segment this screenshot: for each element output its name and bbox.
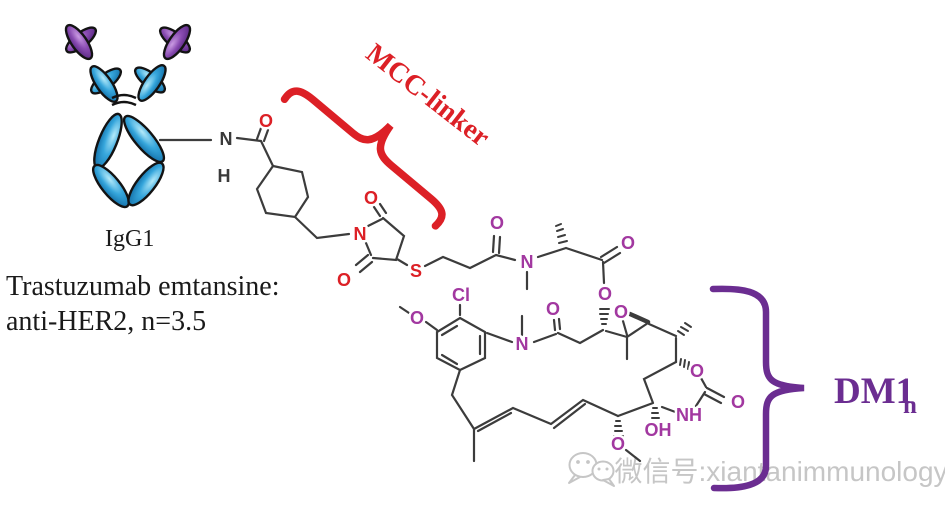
watermark-text-highlight: 微信号:xiantanimmunology	[616, 458, 945, 489]
atom-labels: N H O O N O S O N O O Cl O N O O O O NH …	[215, 109, 748, 457]
hash-ester-o	[599, 308, 610, 325]
atom-hydroxyl-oh: OH	[645, 420, 672, 440]
bond-amide-linker	[158, 126, 275, 168]
bond-epoxide-region	[604, 319, 678, 364]
caption-line2: anti-HER2, n=3.5	[6, 306, 206, 337]
antibody-cartoon	[64, 23, 192, 209]
antibody-domain-ellipse	[122, 114, 166, 164]
atom-aryl-cl: Cl	[452, 285, 470, 305]
atom-amide-n: N	[220, 129, 233, 149]
caption-line1: Trastuzumab emtansine:	[6, 271, 279, 302]
hashed-bonds	[555, 223, 692, 437]
atom-carbamate-ring-o: O	[690, 361, 704, 381]
atom-bottom-methoxy-o: O	[611, 434, 625, 454]
watermark: 微信号:xiantanimmunology 微信号:xiantanimmunol…	[568, 452, 945, 489]
dm1-label: DM1	[834, 371, 914, 412]
bond-bottom-right	[616, 360, 680, 463]
antibody-domain-ellipse	[92, 163, 130, 209]
atom-amide-h: H	[218, 166, 231, 186]
antibody-domain-ellipse	[162, 23, 192, 61]
atom-ester-o: O	[598, 284, 612, 304]
atom-succinimide-o-top: O	[364, 188, 378, 208]
igg1-label: IgG1	[105, 226, 154, 252]
bond-succinimide	[354, 202, 409, 274]
antibody-domain-ellipse	[64, 23, 94, 61]
hash-hydroxyl	[651, 407, 660, 419]
atom-macrocycle-n: N	[516, 334, 529, 354]
hash-carbamate-o	[679, 358, 690, 370]
atom-aryl-methoxy-o: O	[410, 308, 424, 328]
bond-ester	[599, 245, 622, 285]
atom-carbamate-carbonyl-o: O	[731, 392, 745, 412]
antibody-domain-ellipse	[93, 112, 123, 170]
wechat-icon	[568, 452, 615, 487]
antibody-hinge	[111, 93, 137, 107]
dm1-brace	[709, 285, 805, 492]
antibody-domain-ellipse	[89, 65, 119, 103]
dm1-label-subscript: n	[903, 392, 917, 419]
bond-aromatic-ring	[435, 316, 487, 372]
bond-carbamate	[694, 376, 726, 408]
hash-bottom-methoxy	[613, 420, 624, 437]
atom-carbamate-nh: NH	[676, 405, 702, 425]
atom-ester-carbonyl-o: O	[621, 233, 635, 253]
hash-alpha-methyl	[555, 223, 568, 244]
bond-cyclohexane	[255, 164, 351, 240]
molecule-bonds	[158, 126, 726, 463]
watermark-text: 微信号:xiantanimmunology	[615, 456, 945, 487]
atom-amide-o: O	[259, 111, 273, 131]
bond-aryl-substituents	[398, 303, 462, 332]
wechat-icon-eyes	[576, 460, 609, 471]
atom-thioether-s: S	[410, 261, 422, 281]
antibody-domain-ellipse	[137, 64, 167, 102]
atom-dm1-amide-n: N	[521, 252, 534, 272]
bond-diene	[450, 368, 620, 463]
atom-succinimide-n: N	[354, 224, 367, 244]
bond-macro-amide	[485, 314, 605, 345]
bond-epoxide-wedge	[627, 311, 651, 325]
atom-macrocycle-amide-o: O	[546, 299, 560, 319]
atom-succinimide-o-bottom: O	[337, 270, 351, 290]
antibody-domain-ellipse	[127, 161, 165, 207]
hash-ring-methyl	[677, 322, 692, 336]
atom-dm1-amide-o: O	[490, 213, 504, 233]
mcc-brace	[280, 87, 446, 230]
atom-epoxide-o: O	[614, 302, 628, 322]
bond-thioether-chain	[423, 234, 604, 291]
